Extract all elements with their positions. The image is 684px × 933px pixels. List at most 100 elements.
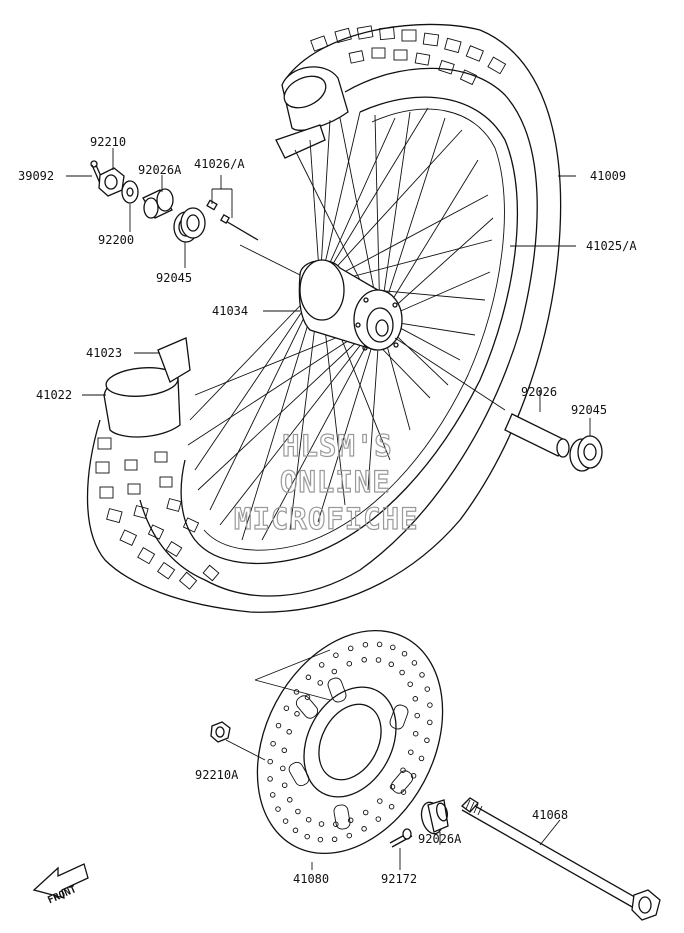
disc-hole bbox=[411, 660, 418, 666]
disc-hole bbox=[347, 817, 354, 824]
brake-disc-41080 bbox=[256, 629, 444, 855]
disc-hole bbox=[401, 650, 408, 657]
disc-hole bbox=[275, 806, 281, 812]
label-92026A-bottom: 92026A bbox=[418, 832, 462, 846]
disc-hole bbox=[418, 755, 425, 762]
collar-92026 bbox=[504, 413, 570, 458]
label-41034: 41034 bbox=[212, 304, 248, 318]
spacer-92026A bbox=[142, 188, 174, 219]
front-direction-badge: FRONT bbox=[32, 863, 89, 906]
watermark-line-2: ONLINE bbox=[280, 465, 391, 499]
label-92045-right: 92045 bbox=[571, 403, 607, 417]
disc-hole bbox=[407, 681, 413, 687]
disc-hole bbox=[388, 661, 395, 668]
bearing-92045-top bbox=[173, 207, 206, 243]
disc-hole bbox=[419, 672, 425, 678]
disc-hole bbox=[408, 749, 414, 755]
disc-hole bbox=[389, 784, 396, 790]
disc-hole bbox=[305, 816, 312, 823]
part-labels: 39092 92210 92026A 41026/A 92200 92045 4… bbox=[18, 135, 637, 886]
label-41026A: 41026/A bbox=[194, 157, 245, 171]
disc-hole bbox=[333, 652, 339, 658]
disc-hole bbox=[305, 674, 312, 681]
disc-hole bbox=[376, 641, 383, 648]
disc-hole bbox=[292, 827, 299, 834]
disc-hole bbox=[347, 645, 354, 652]
disc-hole bbox=[304, 833, 310, 840]
disc-hole bbox=[267, 776, 273, 782]
disc-hole bbox=[280, 765, 286, 772]
disc-hole bbox=[267, 758, 273, 765]
disc-hole bbox=[331, 668, 338, 675]
disc-hole bbox=[283, 705, 290, 711]
disc-hole bbox=[317, 836, 324, 843]
disc-hole bbox=[400, 767, 406, 773]
axle-41068 bbox=[461, 797, 661, 921]
disc-hole bbox=[412, 696, 419, 702]
disc-hole bbox=[377, 798, 383, 804]
disc-hole bbox=[281, 782, 288, 788]
disc-hole bbox=[317, 680, 323, 686]
washer-92200 bbox=[121, 180, 139, 204]
disc-hole bbox=[427, 702, 433, 708]
label-92210: 92210 bbox=[90, 135, 126, 149]
disc-hole bbox=[331, 836, 338, 843]
tube-cutaway-top bbox=[275, 66, 349, 159]
label-92210A: 92210A bbox=[195, 768, 239, 782]
label-92045-top: 92045 bbox=[156, 271, 192, 285]
axle-nut-92210 bbox=[98, 167, 125, 197]
spoke-nipple-41026A bbox=[206, 199, 259, 241]
label-41009: 41009 bbox=[590, 169, 626, 183]
disc-hole bbox=[400, 789, 407, 795]
disc-hole bbox=[346, 660, 353, 667]
disc-hole bbox=[304, 694, 311, 700]
disc-hole bbox=[281, 747, 288, 754]
tire bbox=[86, 23, 562, 613]
disc-hole bbox=[270, 740, 276, 747]
disc-hole bbox=[427, 719, 433, 726]
disc-hole bbox=[414, 712, 420, 719]
disc-hole bbox=[362, 809, 369, 816]
tube-cutaway-bottom bbox=[103, 337, 191, 438]
disc-hole bbox=[361, 657, 367, 663]
watermark: HLSM'S ONLINE MICROFICHE bbox=[233, 428, 419, 536]
disc-hole bbox=[362, 641, 369, 648]
disc-hole bbox=[275, 722, 282, 729]
label-41023: 41023 bbox=[86, 346, 122, 360]
watermark-line-3: MICROFICHE bbox=[234, 502, 419, 536]
label-41025A: 41025/A bbox=[586, 239, 637, 253]
disc-hole bbox=[318, 821, 325, 827]
label-92200: 92200 bbox=[98, 233, 134, 247]
bolt-92210A bbox=[210, 721, 231, 743]
disc-hole bbox=[399, 669, 405, 676]
hub-and-spokes bbox=[187, 107, 494, 541]
disc-hole bbox=[424, 737, 430, 744]
label-41080: 41080 bbox=[293, 872, 329, 886]
label-41068: 41068 bbox=[532, 808, 568, 822]
disc-hole bbox=[424, 686, 431, 692]
disc-hole bbox=[375, 657, 382, 663]
disc-hole bbox=[318, 662, 325, 668]
disc-hole bbox=[286, 729, 292, 735]
disc-hole bbox=[390, 644, 396, 651]
watermark-line-1: HLSM'S bbox=[282, 429, 393, 463]
disc-hole bbox=[346, 832, 353, 839]
disc-hole bbox=[294, 711, 300, 717]
disc-hole bbox=[269, 792, 276, 798]
disc-hole bbox=[287, 797, 293, 803]
label-92172: 92172 bbox=[381, 872, 417, 886]
label-92026A-top: 92026A bbox=[138, 163, 182, 177]
collar-92026A-bottom bbox=[420, 799, 449, 835]
disc-hole bbox=[361, 826, 367, 832]
label-92026: 92026 bbox=[521, 385, 557, 399]
disc-hole bbox=[412, 730, 419, 737]
disc-hole bbox=[388, 803, 395, 810]
leader-lines bbox=[66, 148, 591, 870]
disc-hole bbox=[295, 808, 301, 815]
disc-hole bbox=[333, 821, 339, 827]
disc-hole bbox=[375, 816, 382, 822]
bolt-92172 bbox=[389, 828, 413, 848]
disc-hole bbox=[282, 818, 289, 824]
disc-hole bbox=[410, 773, 417, 779]
